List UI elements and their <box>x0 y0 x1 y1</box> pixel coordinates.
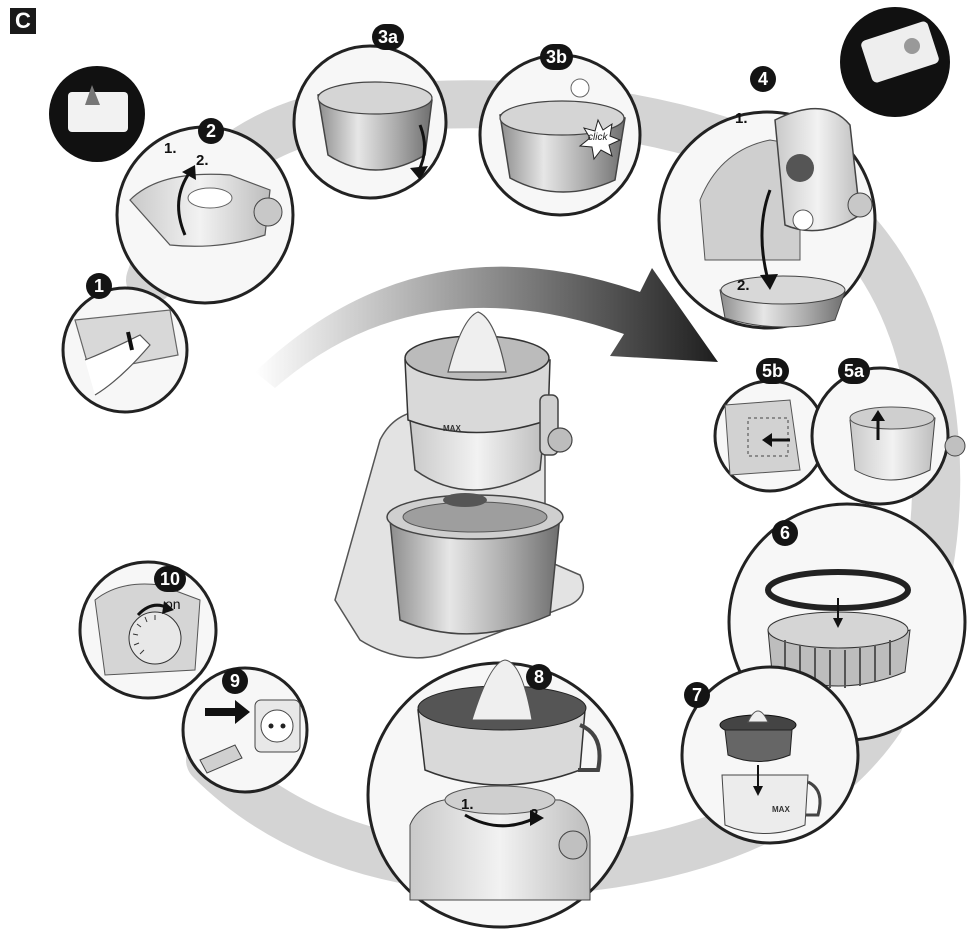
step-badge-6: 6 <box>772 520 798 546</box>
step-3b-illustration <box>480 55 640 215</box>
step-badge-7: 7 <box>684 682 710 708</box>
central-kitchen-machine-illustration <box>335 312 583 658</box>
section-label: C <box>10 8 36 34</box>
step2-substep-1: 1. <box>164 140 177 157</box>
step-8-illustration <box>368 660 632 927</box>
step4-substep-1: 1. <box>735 110 748 127</box>
step-badge-3a: 3a <box>372 24 404 50</box>
max-marking-step7: MAX <box>772 805 790 814</box>
click-annotation: click <box>588 132 607 143</box>
step4-substep-2: 2. <box>737 277 750 294</box>
on-label: on <box>165 596 181 612</box>
step-badge-10: 10 <box>154 566 186 592</box>
step-3a-illustration <box>294 46 446 198</box>
step-4-illustration <box>659 109 875 328</box>
step-badge-9: 9 <box>222 668 248 694</box>
step-badge-5b: 5b <box>756 358 789 384</box>
step-badge-4: 4 <box>750 66 776 92</box>
step-1-illustration <box>63 288 187 412</box>
step-2-inset <box>49 66 145 162</box>
step-badge-5a: 5a <box>838 358 870 384</box>
step-10-illustration <box>80 562 216 698</box>
step-badge-3b: 3b <box>540 44 573 70</box>
step-5b-illustration <box>715 381 825 491</box>
max-marking-center: MAX <box>443 424 461 433</box>
step8-substep-1: 1. <box>461 796 474 813</box>
step-badge-1: 1 <box>86 273 112 299</box>
step-4-inset <box>840 7 950 117</box>
step-badge-8: 8 <box>526 664 552 690</box>
step2-substep-2: 2. <box>196 152 209 169</box>
step8-substep-2: 2. <box>530 806 543 823</box>
step-badge-2: 2 <box>198 118 224 144</box>
